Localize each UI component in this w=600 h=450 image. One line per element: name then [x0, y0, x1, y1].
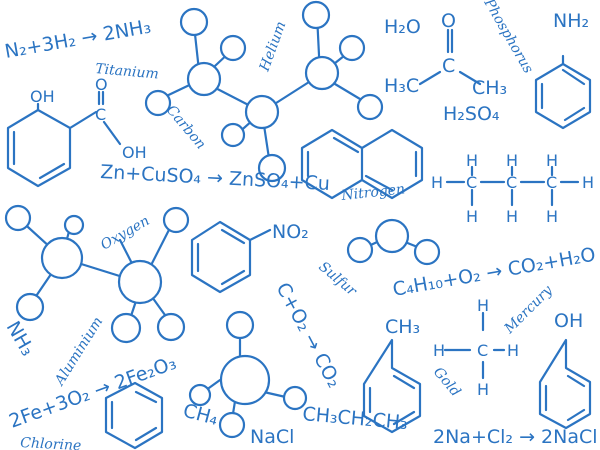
- propane-c: C: [466, 173, 477, 192]
- formula-sulfuric-acid: H₂SO₄: [443, 103, 500, 125]
- label-carbon: Carbon: [163, 102, 209, 152]
- label-sulfur: Sulfur: [315, 259, 360, 300]
- label-titanium: Titanium: [95, 61, 160, 82]
- label-nitrogen: Nitrogen: [340, 181, 406, 204]
- salicylic-c: C: [95, 105, 106, 124]
- formula-ch4: CH₄: [181, 400, 221, 430]
- methane-structure-bonds: [443, 311, 506, 380]
- propane-c: C: [506, 173, 517, 192]
- propane-atom-labels: H H H H C C C H H H H: [431, 151, 594, 226]
- label-oxygen: Oxygen: [98, 213, 152, 254]
- nitrobenzene-ring: [190, 220, 272, 294]
- ball-stick-molecule-top: [144, 0, 384, 183]
- formula-zinc-reaction: Zn+CuSO₄ → ZnSO₄+Cu: [100, 161, 331, 195]
- phenol-ring: [538, 338, 592, 430]
- salicylic-oh: OH: [122, 143, 147, 162]
- formula-ammonia-synthesis: N₂+3H₂ → 2NH₃: [3, 16, 153, 63]
- salicylic-acid-structure: [6, 90, 122, 188]
- acetone-c: C: [442, 55, 455, 77]
- formula-carbon-combustion: C+O₂ → CO₂: [272, 279, 346, 391]
- label-gold: Gold: [430, 364, 464, 400]
- propane-h: H: [506, 207, 518, 226]
- formula-water: H₂O: [384, 16, 421, 38]
- propane-structure-bonds: [445, 165, 580, 207]
- salicylic-oh-top: OH: [30, 87, 55, 106]
- label-mercury: Mercury: [501, 282, 557, 338]
- formula-oh: OH: [554, 310, 583, 332]
- formula-nacl: NaCl: [250, 426, 294, 448]
- methane-h: H: [477, 296, 489, 315]
- benzene-ring: [104, 381, 164, 450]
- formula-nh3: NH₃: [2, 318, 39, 360]
- acetone-o: O: [441, 10, 456, 32]
- label-phosphorus: Phosphorus: [480, 0, 536, 76]
- propane-h: H: [506, 151, 518, 170]
- formula-no2: NO₂: [272, 221, 309, 243]
- acetone-bonds: [418, 28, 482, 86]
- acetone-h3c: H₃C: [384, 75, 419, 97]
- water-molecule: [346, 218, 441, 266]
- propane-h: H: [466, 151, 478, 170]
- aniline-ring: [534, 54, 592, 130]
- acetone-ch3: CH₃: [472, 77, 507, 99]
- toluene-ring: [362, 338, 422, 434]
- formula-sodium-chloride-reaction: 2Na+Cl₂ → 2NaCl: [433, 426, 598, 448]
- salicylic-o: O: [95, 75, 108, 94]
- formula-propane-condensed: CH₃CH₂CH₃: [302, 403, 409, 434]
- ball-stick-molecule-left: [4, 204, 190, 344]
- formula-ch3: CH₃: [385, 316, 420, 338]
- label-helium: Helium: [256, 19, 289, 74]
- methane-atom-labels: H H C H H: [433, 296, 519, 399]
- propane-h: H: [431, 173, 443, 192]
- label-chlorine: Chlorine: [20, 435, 82, 450]
- methane-ball-stick: [188, 310, 308, 439]
- methane-h: H: [477, 380, 489, 399]
- propane-c: C: [546, 173, 557, 192]
- propane-h: H: [582, 173, 594, 192]
- formula-nh2: NH₂: [553, 10, 589, 32]
- methane-h: H: [507, 341, 519, 360]
- naphthalene-structure: [300, 128, 424, 200]
- propane-h: H: [546, 151, 558, 170]
- propane-h: H: [466, 207, 478, 226]
- methane-h: H: [433, 341, 445, 360]
- methane-c: C: [477, 341, 488, 360]
- propane-h: H: [546, 207, 558, 226]
